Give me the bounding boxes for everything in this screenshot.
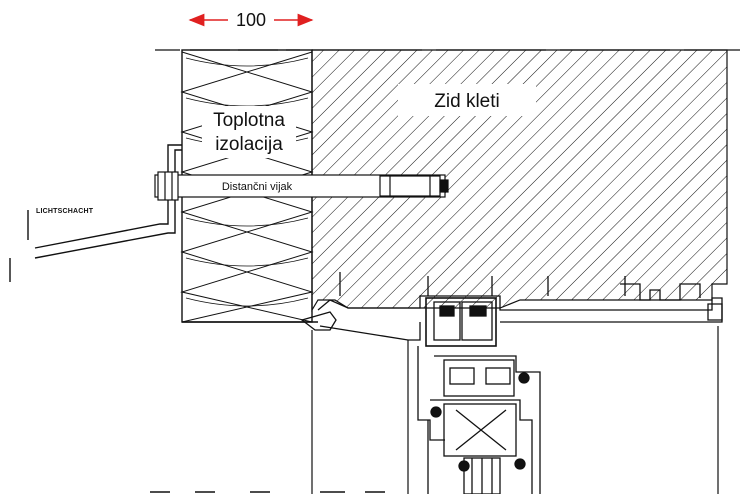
lightwell-bracket (9, 144, 182, 282)
dimension-marker: 100 (188, 10, 314, 30)
wall-label: Zid kleti (434, 91, 499, 112)
insulation-label-bg (202, 106, 296, 158)
screw-label: Distančni vijak (222, 181, 293, 193)
reference-lines (311, 326, 719, 494)
insulation-label-line1: Toplotna (213, 110, 285, 131)
dimension-label: 100 (236, 10, 266, 30)
screw-label-bg (210, 179, 304, 193)
window-frame-profile (300, 272, 723, 494)
insulation-label-line2: izolacija (215, 134, 283, 155)
wall-label-bg (398, 84, 536, 116)
lightwell-label: LICHTSCHACHT (36, 208, 94, 215)
